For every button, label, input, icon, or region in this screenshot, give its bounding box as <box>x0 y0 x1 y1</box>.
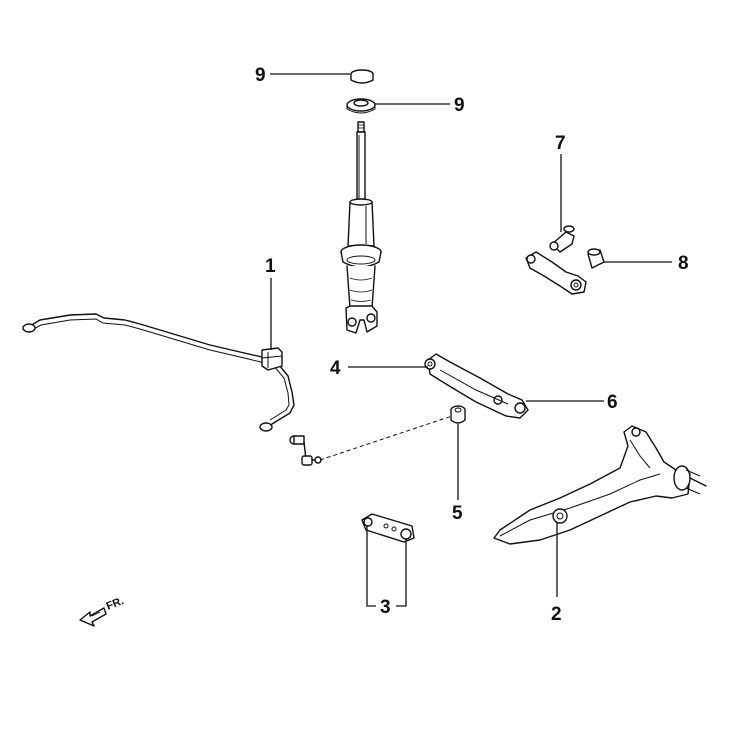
callout-7: 7 <box>555 133 566 154</box>
callout-9-upper: 9 <box>255 65 266 86</box>
callout-3: 3 <box>380 597 391 618</box>
callout-8: 8 <box>678 253 689 274</box>
upper-control-arm <box>525 251 587 295</box>
stabilizer-bar <box>22 313 295 432</box>
callout-2: 2 <box>551 604 562 625</box>
leader-3 <box>366 526 376 607</box>
upper-arm-bushing <box>549 225 575 253</box>
callout-9-lower: 9 <box>454 95 465 116</box>
callout-6: 6 <box>607 392 618 413</box>
trailing-arm <box>493 425 707 545</box>
callout-4: 4 <box>330 358 341 379</box>
compensator-bushing <box>450 405 466 424</box>
front-direction-label: FR. <box>105 595 126 613</box>
compensator-arm <box>424 353 529 419</box>
lower-link <box>361 513 415 543</box>
stabilizer-link <box>289 435 322 466</box>
link-alignment-line <box>319 413 459 461</box>
stabilizer-bushing <box>261 347 283 371</box>
leader-3b <box>396 538 407 607</box>
callout-5: 5 <box>452 503 463 524</box>
shock-absorber <box>340 121 382 334</box>
callout-1: 1 <box>265 256 276 277</box>
front-direction-arrow-icon <box>79 607 107 627</box>
shock-mount-washer-lower <box>346 98 376 114</box>
arm-end-bushing <box>587 248 605 269</box>
shock-mount-cap-upper <box>350 69 374 84</box>
